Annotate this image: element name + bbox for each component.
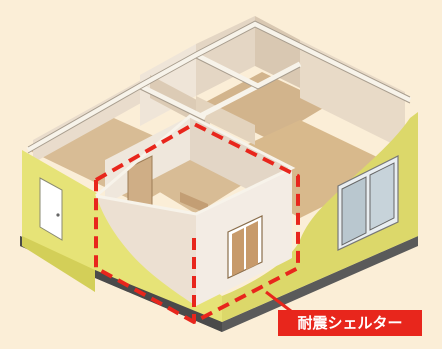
sliding-door-icon <box>337 155 399 251</box>
door-icon <box>39 177 63 241</box>
callout-label: 耐震シェルター <box>278 310 422 336</box>
right-room-floor <box>205 120 400 218</box>
small-room-wall <box>196 16 255 96</box>
shelter-left-wall <box>96 196 196 306</box>
right-back-wall <box>300 40 405 150</box>
wall-tops <box>26 21 412 153</box>
shelter-outline <box>94 122 300 324</box>
callout-text: 耐震シェルター <box>297 314 402 332</box>
callout-background <box>278 310 422 336</box>
wall-top-edges <box>27 20 411 154</box>
left-wall-shade <box>22 236 95 292</box>
right-exterior-wall <box>222 112 418 322</box>
window-icon <box>227 215 263 279</box>
